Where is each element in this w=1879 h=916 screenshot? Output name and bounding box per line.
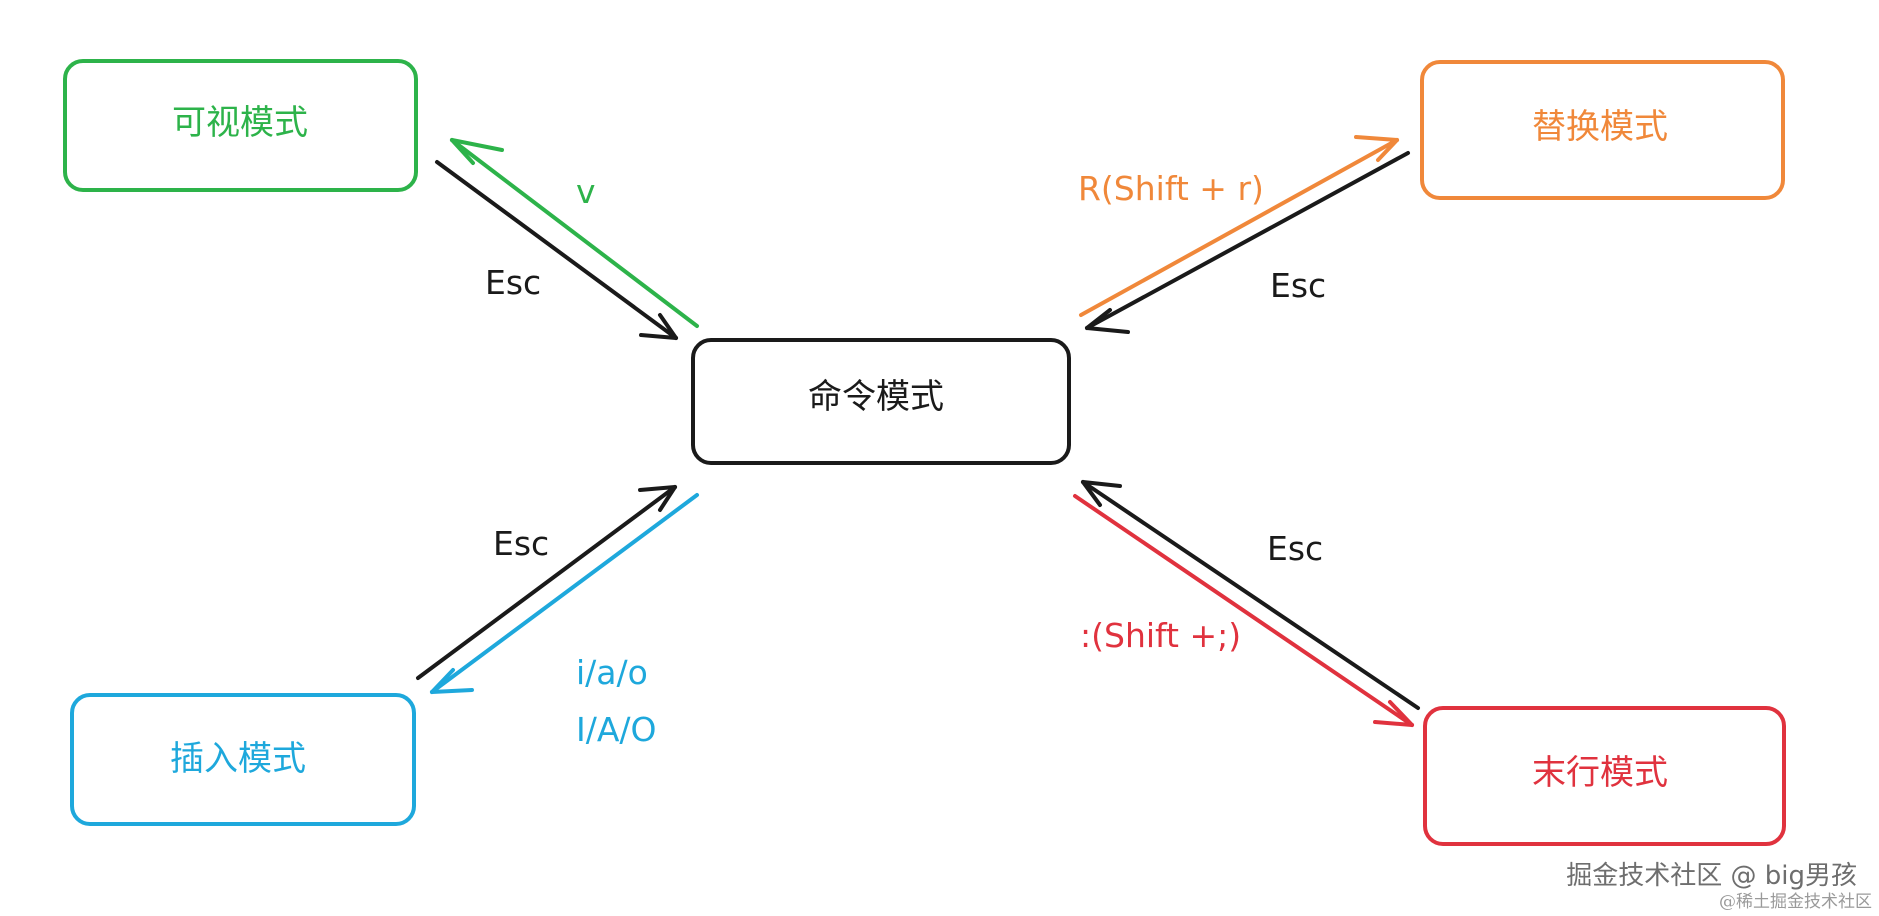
arrow-to-visual	[450, 138, 699, 328]
visual-mode-box	[63, 59, 418, 192]
edge-label-to-lastline: :(Shift +;)	[1080, 616, 1241, 655]
edge-label-to-visual: v	[576, 172, 596, 211]
edge-label-from-insert: Esc	[493, 524, 549, 563]
watermark-sub: @稀土掘金技术社区	[1719, 892, 1872, 912]
insert-mode-label: 插入模式	[170, 739, 306, 779]
replace-mode-label: 替换模式	[1532, 107, 1668, 147]
edge-label-to-replace: R(Shift + r)	[1078, 169, 1264, 208]
edge-label-from-replace: Esc	[1270, 266, 1326, 305]
watermark-main: 掘金技术社区 @ big男孩	[1566, 861, 1857, 891]
replace-mode-box	[1420, 60, 1785, 200]
arrow-to-lastline	[1073, 494, 1414, 727]
lastline-mode-label: 末行模式	[1532, 753, 1668, 793]
lastline-mode-box	[1423, 706, 1786, 846]
visual-mode-label: 可视模式	[172, 103, 308, 143]
command-mode-box	[691, 338, 1071, 465]
arrow-from-insert	[416, 485, 677, 680]
arrow-from-replace	[1085, 151, 1410, 334]
command-mode-label: 命令模式	[808, 377, 944, 417]
arrow-to-insert	[430, 493, 699, 694]
arrow-from-visual	[435, 160, 678, 340]
arrow-from-lastline	[1081, 480, 1420, 710]
edge-label-from-visual: Esc	[485, 263, 541, 302]
edge-label-to-insert-line2: I/A/O	[576, 710, 657, 749]
arrow-to-replace	[1079, 135, 1399, 317]
edge-label-to-insert-line1: i/a/o	[576, 653, 648, 692]
edge-label-from-lastline: Esc	[1267, 529, 1323, 568]
insert-mode-box	[70, 693, 416, 826]
